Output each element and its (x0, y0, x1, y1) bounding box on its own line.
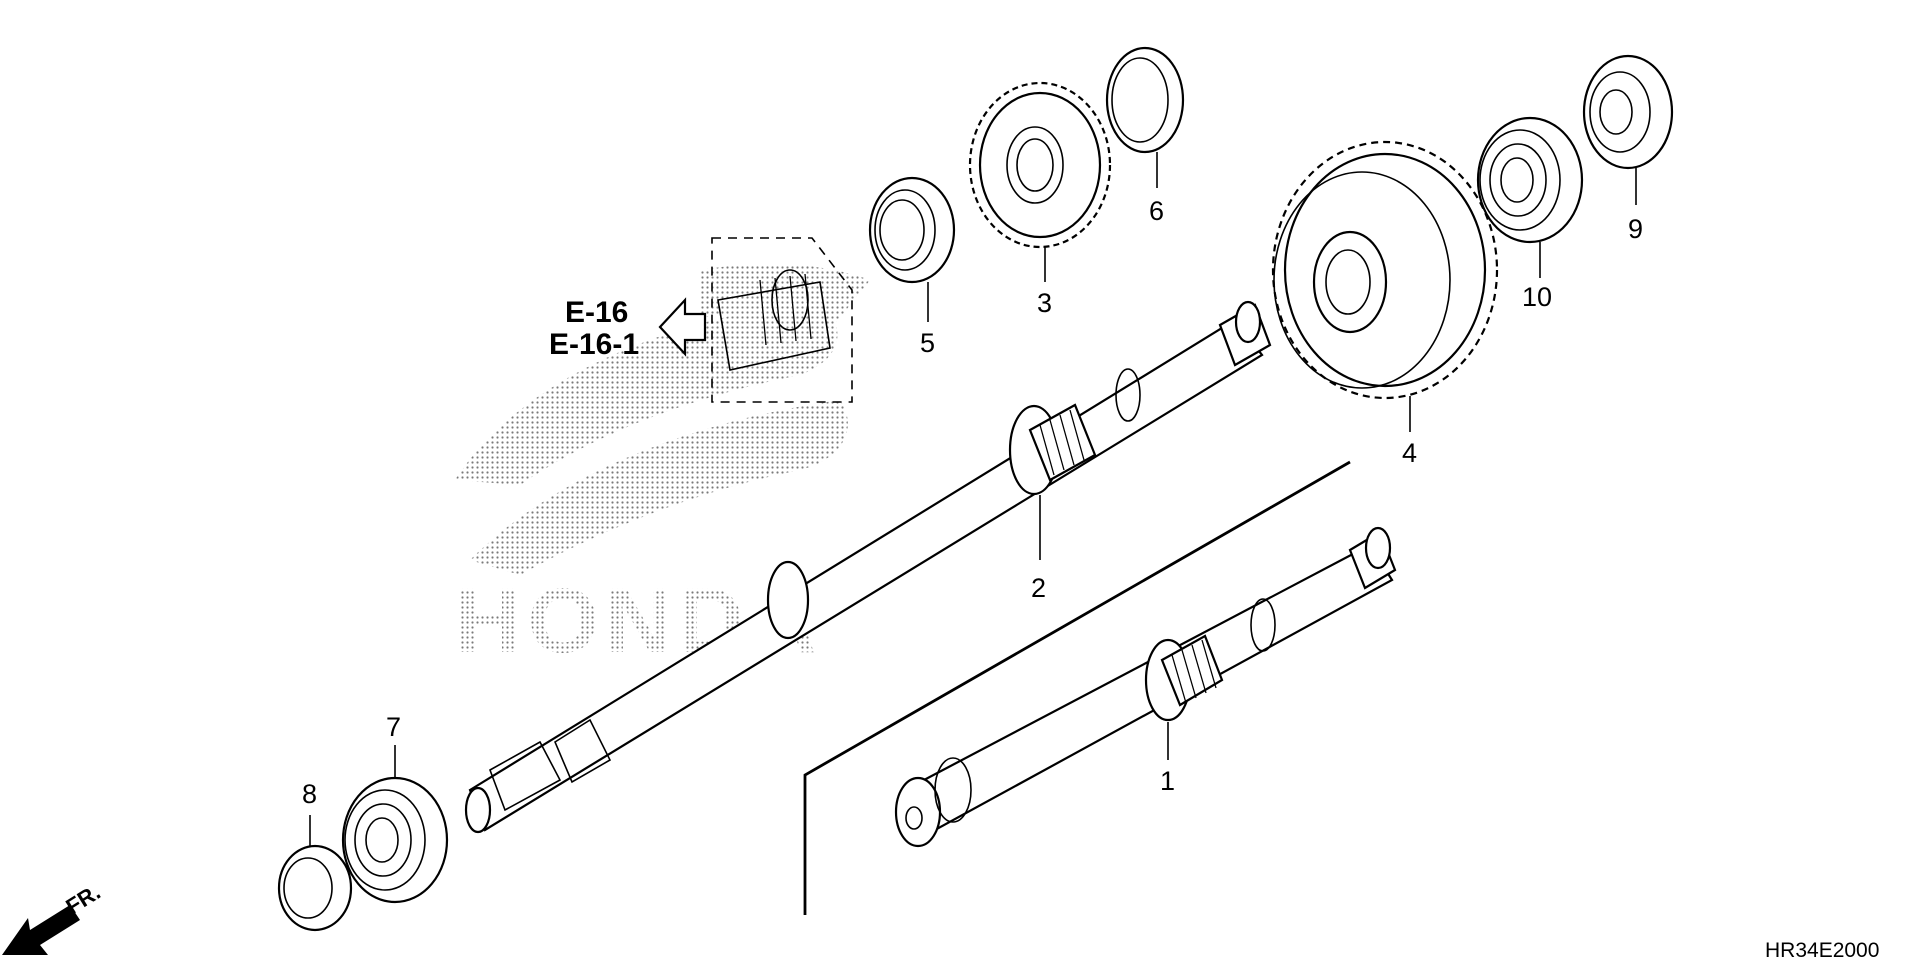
reference-line1: E-16 (565, 296, 628, 329)
shaft-2-end-spline (1218, 300, 1272, 367)
part-8-seal (277, 815, 353, 932)
callout-9: 9 (1628, 214, 1643, 244)
front-direction-arrow-icon (2, 905, 80, 955)
shaft-1 (894, 526, 1397, 848)
callout-3: 3 (1037, 288, 1052, 318)
reference-arrow-icon (658, 297, 707, 357)
callout-6: 6 (1149, 196, 1164, 226)
part-7-bearing (341, 745, 449, 904)
callout-4: 4 (1402, 438, 1417, 468)
callout-7: 7 (386, 712, 401, 742)
shaft-2-spline (1028, 403, 1097, 482)
callout-8: 8 (302, 779, 317, 809)
callout-5: 5 (920, 328, 935, 358)
part-4-gear (1271, 140, 1499, 432)
part-3-gear (968, 81, 1112, 282)
divider-line (803, 460, 1351, 915)
callout-10: 10 (1522, 282, 1552, 312)
shaft-2 (464, 300, 1272, 834)
part-6-washer (1105, 46, 1185, 188)
shaft-1-spline (1160, 634, 1224, 707)
callout-2: 2 (1031, 573, 1046, 603)
part-10-bearing (1476, 116, 1584, 278)
front-direction-indicator: FR. (2, 879, 105, 955)
diagram-code: HR34E2000 (1765, 939, 1879, 960)
part-5-seal (868, 176, 956, 322)
shaft-1-end-spline (1348, 526, 1397, 590)
callout-1: 1 (1160, 766, 1175, 796)
reference-shaft-end (717, 269, 831, 371)
part-9-seal (1582, 54, 1674, 205)
reference-box (711, 237, 853, 403)
reference-line2: E-16-1 (549, 328, 639, 361)
